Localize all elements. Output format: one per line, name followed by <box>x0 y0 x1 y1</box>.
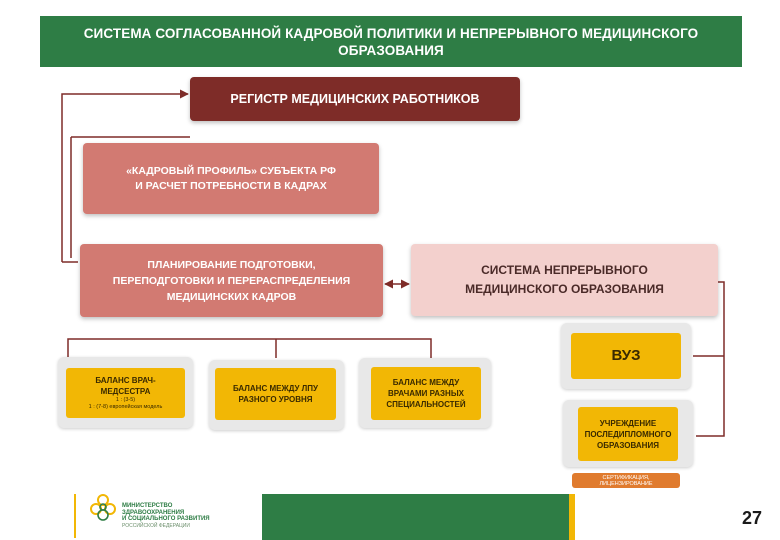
postgrad-line-2: ПОСЛЕДИПЛОМНОГО <box>584 429 672 439</box>
cme-right-line <box>696 281 725 437</box>
ministry-name: МИНИСТЕРСТВО ЗДРАВООХРАНЕНИЯ И СОЦИАЛЬНО… <box>122 503 232 529</box>
university-card: ВУЗ <box>561 323 691 389</box>
registry-node: РЕГИСТР МЕДИЦИНСКИХ РАБОТНИКОВ <box>190 77 520 121</box>
postgrad-line-1: УЧРЕЖДЕНИЕ <box>599 418 657 428</box>
certification-badge: СЕРТИФИКАЦИЯ, ЛИЦЕНЗИРОВАНИЕ <box>572 473 680 488</box>
balance-3-line-3: СПЕЦИАЛЬНОСТЕЙ <box>386 400 466 409</box>
postgrad-box: УЧРЕЖДЕНИЕ ПОСЛЕДИПЛОМНОГО ОБРАЗОВАНИЯ <box>578 407 678 461</box>
ministry-line-3: И СОЦИАЛЬНОГО РАЗВИТИЯ <box>122 516 210 522</box>
balance-card-lpu-levels: БАЛАНС МЕЖДУ ЛПУ РАЗНОГО УРОВНЯ <box>209 360 344 430</box>
planning-line-1: ПЛАНИРОВАНИЕ ПОДГОТОВКИ, <box>147 258 316 271</box>
cert-line-2: ЛИЦЕНЗИРОВАНИЕ <box>599 480 653 487</box>
balance-2-line-2: РАЗНОГО УРОВНЯ <box>238 395 313 404</box>
balance-1-line-1: БАЛАНС ВРАЧ- <box>95 376 156 385</box>
planning-line-3: МЕДИЦИНСКИХ КАДРОВ <box>166 290 297 303</box>
footer-separator <box>74 494 76 538</box>
planning-line-2: ПЕРЕПОДГОТОВКИ И ПЕРЕРАСПРЕДЕЛЕНИЯ <box>112 274 351 287</box>
cme-line-1: СИСТЕМА НЕПРЕРЫВНОГО <box>481 263 648 277</box>
page-number: 27 <box>741 508 762 528</box>
header-banner: СИСТЕМА СОГЛАСОВАННОЙ КАДРОВОЙ ПОЛИТИКИ … <box>40 16 742 67</box>
profile-line-2: И РАСЧЕТ ПОТРЕБНОСТИ В КАДРАХ <box>135 179 327 192</box>
balance-card-doctor-nurse: БАЛАНС ВРАЧ- МЕДСЕСТРА 1 : (3-5) 1 : (7-… <box>58 357 193 428</box>
balance-1-european-model: 1 : (7-8) европейская модель <box>88 404 163 410</box>
ministry-line-2: ЗДРАВООХРАНЕНИЯ <box>122 509 185 516</box>
cme-node: СИСТЕМА НЕПРЕРЫВНОГО МЕДИЦИНСКОГО ОБРАЗО… <box>411 244 718 316</box>
balance-2-line-1: БАЛАНС МЕЖДУ ЛПУ <box>232 384 319 393</box>
feedback-loop-line <box>61 89 189 262</box>
balance-box-doctor-nurse: БАЛАНС ВРАЧ- МЕДСЕСТРА 1 : (3-5) 1 : (7-… <box>66 368 185 418</box>
profile-node: «КАДРОВЫЙ ПРОФИЛЬ» СУБЪЕКТА РФ И РАСЧЕТ … <box>83 143 379 214</box>
balance-3-line-1: БАЛАНС МЕЖДУ <box>392 378 460 387</box>
footer-yellow-stripe <box>569 494 575 540</box>
planning-node: ПЛАНИРОВАНИЕ ПОДГОТОВКИ, ПЕРЕПОДГОТОВКИ … <box>80 244 383 317</box>
balance-3-line-2: ВРАЧАМИ РАЗНЫХ <box>388 389 464 398</box>
balance-1-ratio: 1 : (3-5) <box>115 397 136 403</box>
postgrad-card: УЧРЕЖДЕНИЕ ПОСЛЕДИПЛОМНОГО ОБРАЗОВАНИЯ <box>563 400 693 467</box>
registry-label: РЕГИСТР МЕДИЦИНСКИХ РАБОТНИКОВ <box>230 92 480 106</box>
balance-card-specialties: БАЛАНС МЕЖДУ ВРАЧАМИ РАЗНЫХ СПЕЦИАЛЬНОСТ… <box>359 358 491 428</box>
profile-line-1: «КАДРОВЫЙ ПРОФИЛЬ» СУБЪЕКТА РФ <box>126 164 336 177</box>
cert-line-1: СЕРТИФИКАЦИЯ, <box>602 474 650 481</box>
postgrad-line-3: ОБРАЗОВАНИЯ <box>597 440 659 450</box>
page-title: СИСТЕМА СОГЛАСОВАННОЙ КАДРОВОЙ ПОЛИТИКИ … <box>83 25 699 58</box>
ministry-line-1: МИНИСТЕРСТВО <box>122 503 173 509</box>
footer-green-bar <box>262 494 569 540</box>
balances-bracket-line <box>67 338 432 358</box>
ministry-logo-icon <box>90 494 116 521</box>
cme-line-2: МЕДИЦИНСКОГО ОБРАЗОВАНИЯ <box>465 282 664 296</box>
ministry-line-4: РОССИЙСКОЙ ФЕДЕРАЦИИ <box>122 522 190 529</box>
balance-1-line-2: МЕДСЕСТРА <box>100 387 151 396</box>
university-box: ВУЗ <box>571 333 681 379</box>
balance-box-lpu-levels: БАЛАНС МЕЖДУ ЛПУ РАЗНОГО УРОВНЯ <box>215 368 336 420</box>
university-label: ВУЗ <box>611 347 641 364</box>
balance-box-specialties: БАЛАНС МЕЖДУ ВРАЧАМИ РАЗНЫХ СПЕЦИАЛЬНОСТ… <box>371 367 481 420</box>
